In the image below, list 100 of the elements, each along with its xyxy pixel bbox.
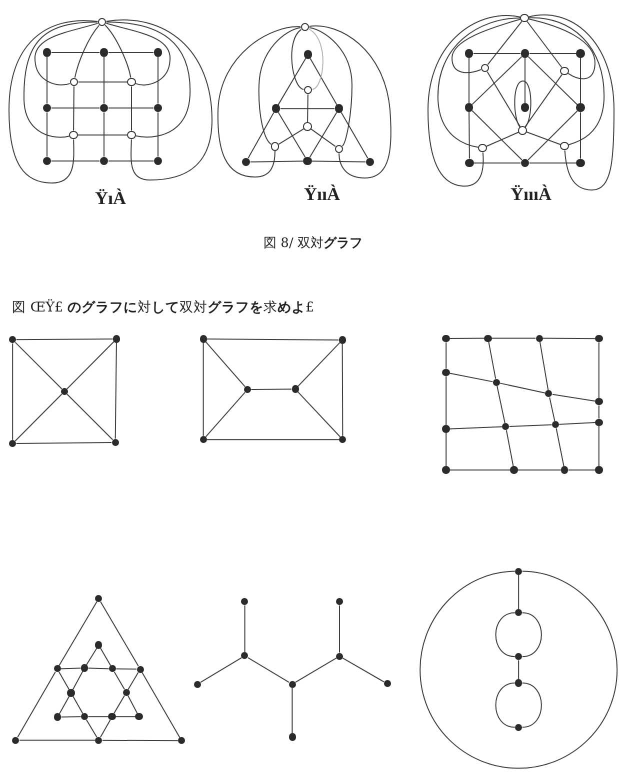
graph-edge bbox=[206, 338, 340, 340]
vertex-dot bbox=[520, 103, 530, 112]
graph-edge bbox=[250, 388, 292, 390]
graph-edge bbox=[205, 341, 246, 388]
graph-edge bbox=[297, 391, 341, 438]
graph-edge bbox=[34, 22, 98, 86]
graph-edge bbox=[449, 338, 485, 340]
graph-edge bbox=[58, 672, 70, 690]
graph-edge bbox=[217, 26, 302, 178]
vertex-dot bbox=[242, 158, 250, 166]
graph-edge bbox=[24, 22, 98, 138]
graph-edge bbox=[280, 108, 336, 110]
graph-edge bbox=[258, 27, 302, 145]
hollow-vertex bbox=[270, 142, 280, 151]
vertex-dot bbox=[552, 420, 560, 428]
graph-label: ŸıııÀ bbox=[510, 185, 552, 205]
hollow-vertex bbox=[127, 78, 136, 86]
graph-edge bbox=[8, 20, 98, 184]
graph-edge bbox=[518, 574, 520, 610]
graph-edge bbox=[518, 660, 520, 680]
graph-edge bbox=[580, 57, 581, 104]
graph-edge bbox=[468, 57, 470, 104]
vertex-dot bbox=[200, 335, 207, 343]
graph-edge bbox=[72, 670, 84, 690]
graph-edge bbox=[309, 112, 338, 158]
graph-edge bbox=[114, 672, 125, 690]
vertex-dot bbox=[339, 436, 346, 444]
graph-edge bbox=[50, 52, 100, 53]
graph-edge bbox=[308, 25, 392, 178]
vertex-dot bbox=[154, 104, 162, 112]
graph-edge bbox=[108, 52, 154, 53]
graph-edge bbox=[60, 668, 82, 670]
vertex-dot bbox=[492, 378, 500, 386]
vertex-dot bbox=[484, 334, 492, 342]
graph-edge bbox=[472, 56, 522, 105]
hollow-vertex bbox=[520, 14, 529, 22]
graph-edge bbox=[113, 695, 125, 714]
graph-edge bbox=[310, 128, 336, 147]
graph-edge bbox=[468, 111, 470, 160]
graph-edge bbox=[488, 341, 496, 380]
hollow-vertex bbox=[127, 130, 136, 140]
vertex-dot bbox=[288, 680, 296, 688]
vertex-dot bbox=[464, 49, 474, 58]
graph-edge bbox=[50, 160, 100, 162]
graph-edge bbox=[308, 27, 352, 147]
vertex-dot bbox=[54, 713, 62, 721]
graph-edge bbox=[16, 338, 114, 340]
graph-edge bbox=[244, 604, 246, 653]
graph-edge bbox=[102, 740, 178, 742]
vertex-dot bbox=[194, 680, 202, 688]
graph-edge bbox=[495, 612, 516, 658]
graph-edge bbox=[514, 80, 532, 128]
graph-edge bbox=[491, 338, 536, 339]
graph-edge bbox=[449, 426, 502, 430]
graph-edge bbox=[278, 112, 306, 158]
vertex-dot bbox=[465, 158, 474, 168]
graph-edge bbox=[73, 86, 74, 132]
graph-edge bbox=[342, 343, 344, 436]
graph-edge bbox=[100, 601, 139, 666]
graph-edge bbox=[74, 24, 100, 78]
graph-edge bbox=[58, 696, 70, 714]
graph-edge bbox=[104, 24, 132, 78]
vertex-dot bbox=[384, 680, 391, 688]
vertex-dot bbox=[42, 48, 52, 57]
graph-edge bbox=[340, 112, 368, 159]
graph-label: ŸıÀ bbox=[95, 189, 126, 209]
graph-edge bbox=[524, 57, 526, 104]
graph-edge bbox=[108, 160, 154, 162]
graph-edge bbox=[528, 17, 604, 146]
graph-label: ŸııÀ bbox=[304, 185, 340, 205]
graph-edge bbox=[46, 112, 48, 158]
graph-edge bbox=[46, 56, 48, 104]
vertex-dot bbox=[304, 50, 312, 59]
vertex-dot bbox=[54, 665, 61, 672]
vertex-dot bbox=[303, 156, 312, 166]
graph-edge bbox=[310, 58, 338, 106]
graph-edge bbox=[495, 682, 516, 728]
vertex-dot bbox=[595, 466, 603, 474]
graph-edge bbox=[580, 112, 581, 160]
hollow-vertex bbox=[303, 122, 312, 131]
hollow-vertex bbox=[560, 142, 569, 150]
graph-edge bbox=[131, 86, 132, 132]
graph-edge bbox=[558, 422, 596, 425]
graph-edge bbox=[247, 657, 290, 683]
graph-edge bbox=[60, 716, 82, 718]
exercise-text: 図 ŒŸ£ のグラフに対して双対グラフを求めよ£ bbox=[12, 300, 314, 316]
vertex-dot bbox=[42, 104, 52, 112]
vertex-dot bbox=[100, 48, 108, 57]
graph-edge bbox=[106, 22, 170, 86]
vertex-dot bbox=[442, 368, 450, 376]
vertex-dot bbox=[154, 48, 162, 57]
graph-edge bbox=[542, 338, 596, 340]
vertex-dot bbox=[514, 679, 522, 687]
vertex-dot bbox=[100, 104, 108, 112]
vertex-dot bbox=[514, 568, 522, 575]
graph-edge bbox=[205, 392, 246, 438]
graph-edge bbox=[77, 134, 128, 136]
vertex-dot bbox=[241, 652, 248, 660]
graph-edge bbox=[496, 386, 506, 424]
vertex-dot bbox=[514, 652, 522, 660]
